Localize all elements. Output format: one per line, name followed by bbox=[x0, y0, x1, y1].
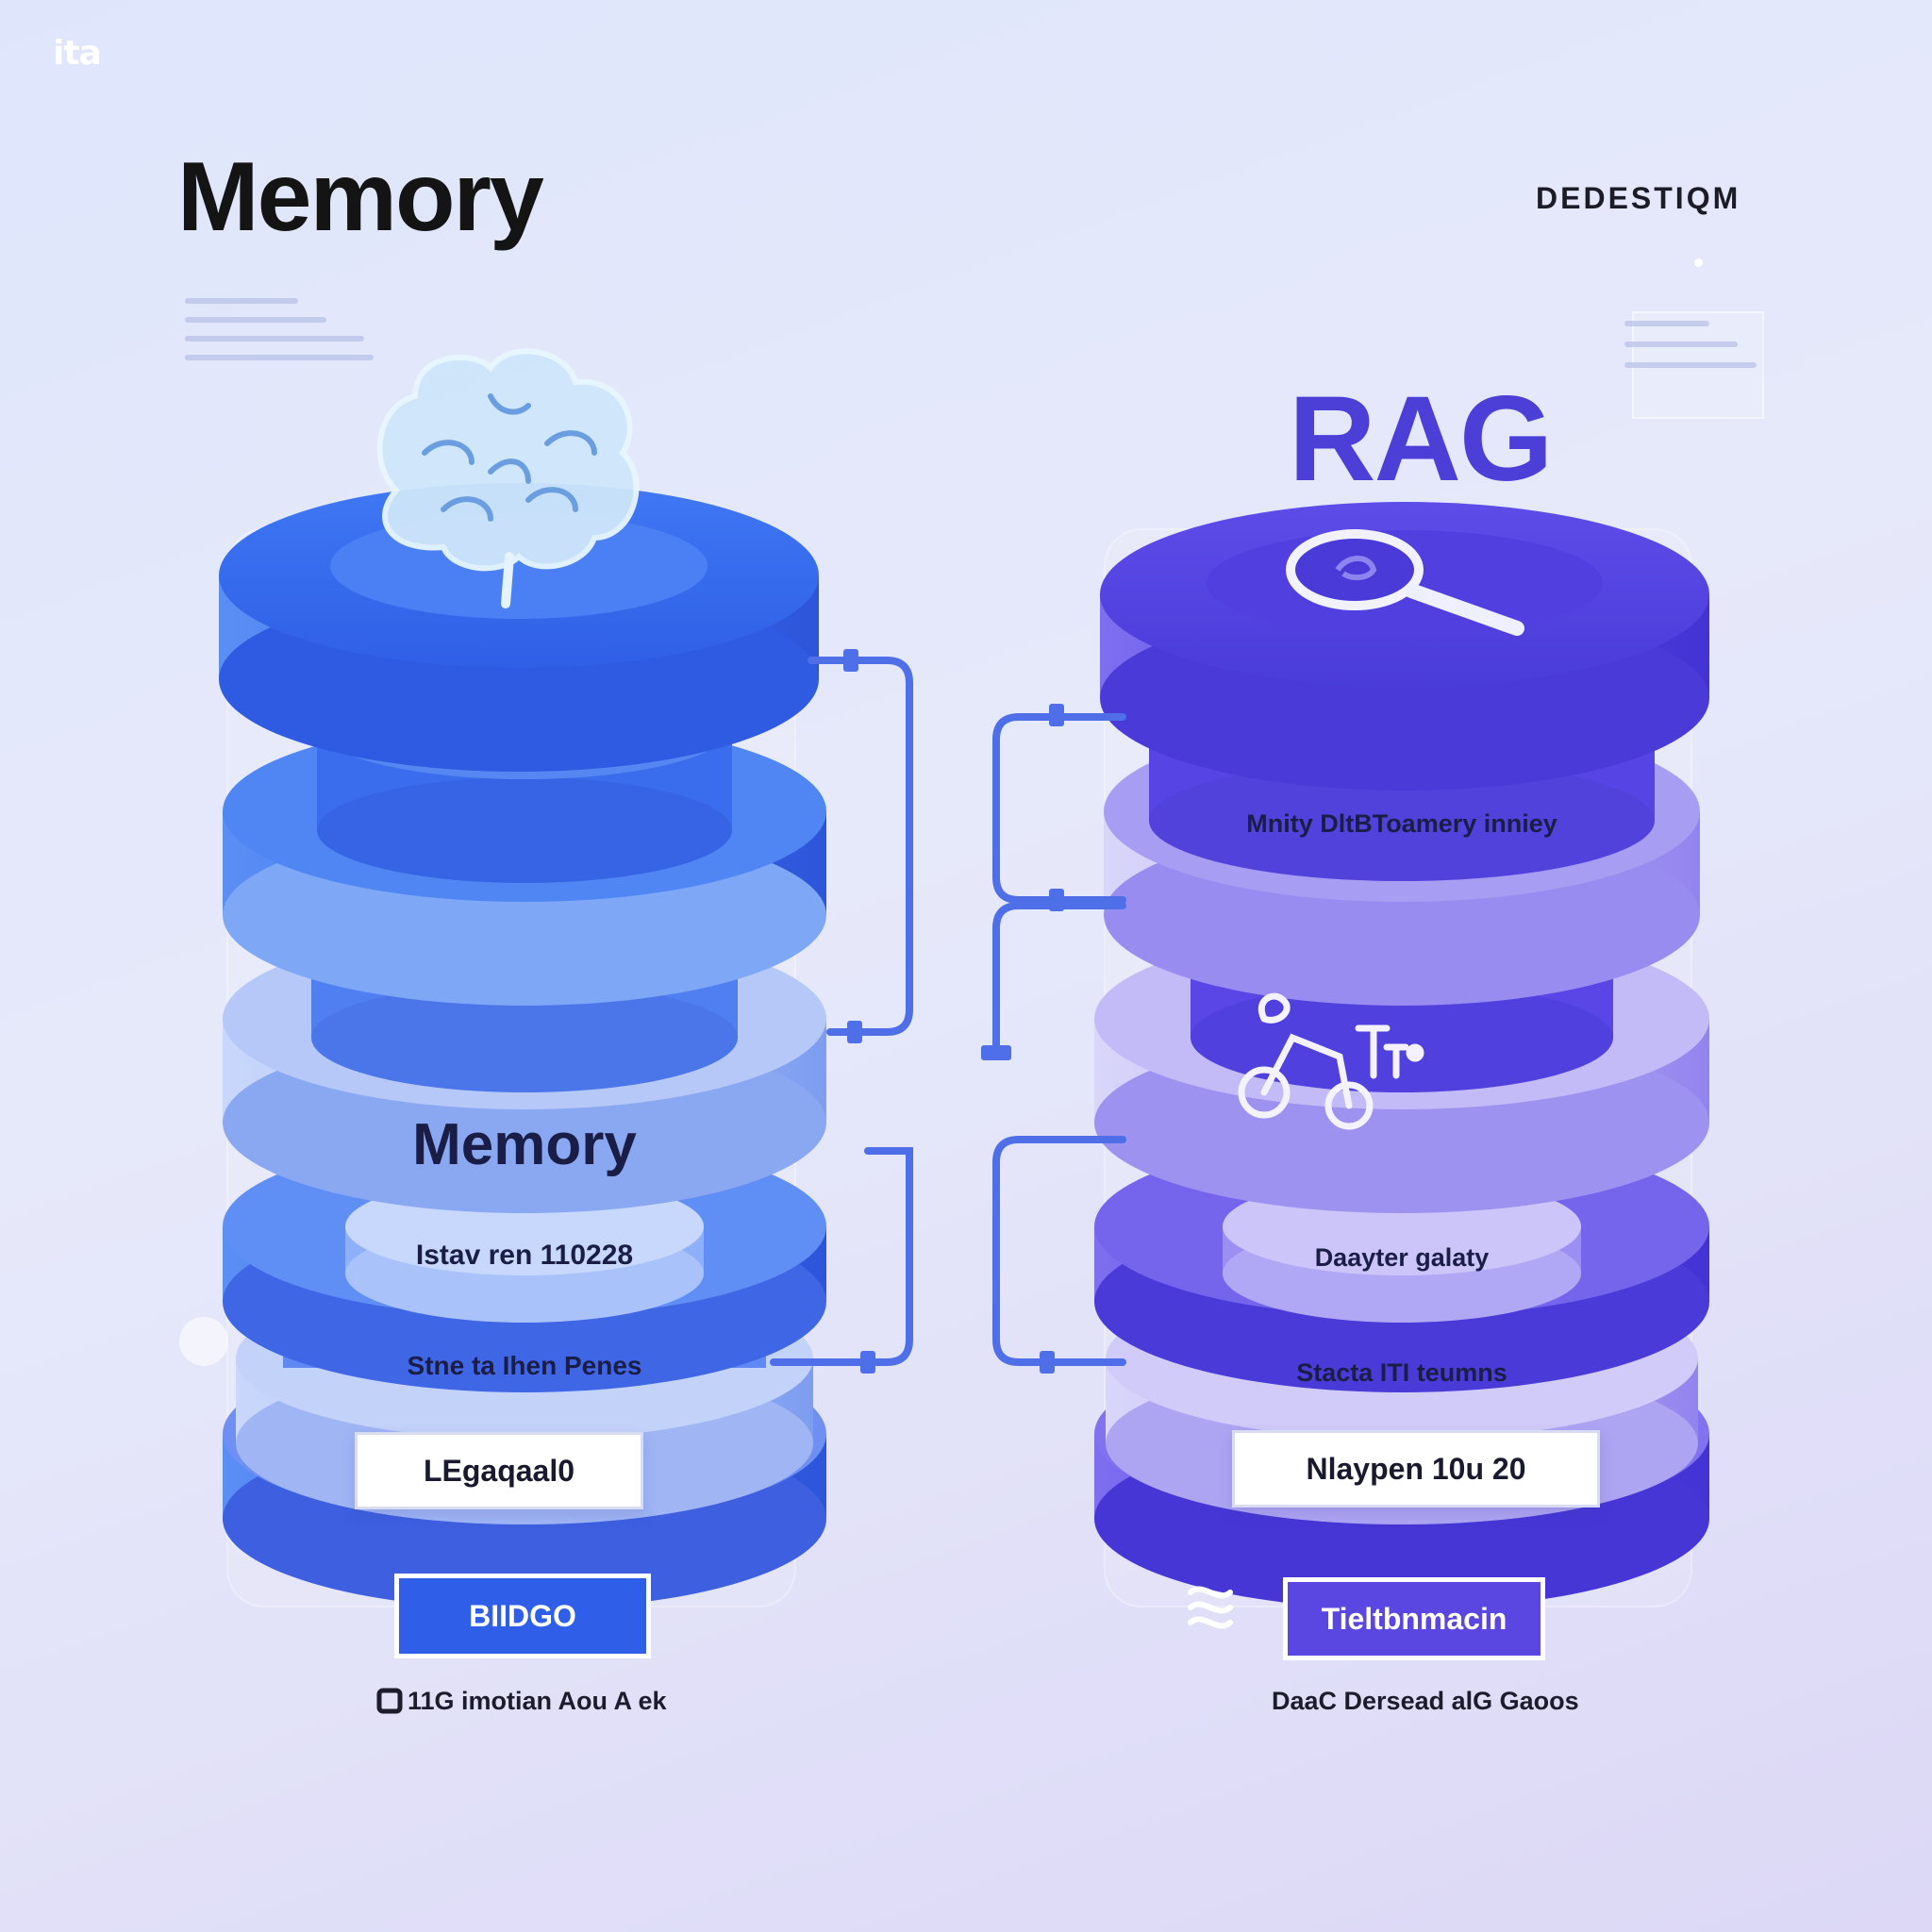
square-icon bbox=[376, 1688, 403, 1714]
waves-icon bbox=[1188, 1586, 1233, 1629]
rag-caption: DaaC Dersead alG Gaoos bbox=[1272, 1687, 1579, 1715]
memory-card: LEgaqaal0 bbox=[355, 1432, 643, 1509]
connector-pipes bbox=[770, 657, 1126, 1366]
pipe-joints bbox=[843, 649, 1064, 1374]
page-title: Memory bbox=[177, 142, 544, 252]
decorative-circle bbox=[179, 1317, 228, 1366]
top-right-label: DEDESTIQM bbox=[1536, 181, 1741, 215]
corner-mark: ita bbox=[53, 34, 102, 73]
memory-caption: 11G imotian Aou A ek bbox=[408, 1687, 667, 1715]
faded-text-block-right bbox=[1624, 321, 1757, 368]
rag-badge: Tieltbnmacin bbox=[1283, 1577, 1545, 1660]
rag-lower-band-label: Stacta ITI teumns bbox=[1296, 1358, 1507, 1387]
memory-ring-label: Istav ren 110228 bbox=[415, 1240, 634, 1271]
molecule-icon bbox=[1238, 992, 1424, 1130]
magnifier-icon bbox=[1286, 529, 1524, 636]
memory-stack bbox=[219, 483, 826, 1609]
memory-band-label: Stne ta Ihen Penes bbox=[407, 1351, 642, 1380]
memory-badge: BIIDGO bbox=[394, 1574, 651, 1658]
rag-ring-label: Mnity DltBToamery inniey bbox=[1246, 809, 1557, 838]
rag-card: Nlaypen 10u 20 bbox=[1232, 1430, 1600, 1507]
memory-middle-label: Memory bbox=[412, 1112, 637, 1177]
decorative-dot bbox=[1694, 258, 1703, 267]
faded-text-block bbox=[185, 298, 374, 360]
brain-icon bbox=[376, 348, 640, 608]
rag-band-label: Daayter galaty bbox=[1314, 1243, 1490, 1272]
rag-title: RAG bbox=[1289, 372, 1553, 507]
